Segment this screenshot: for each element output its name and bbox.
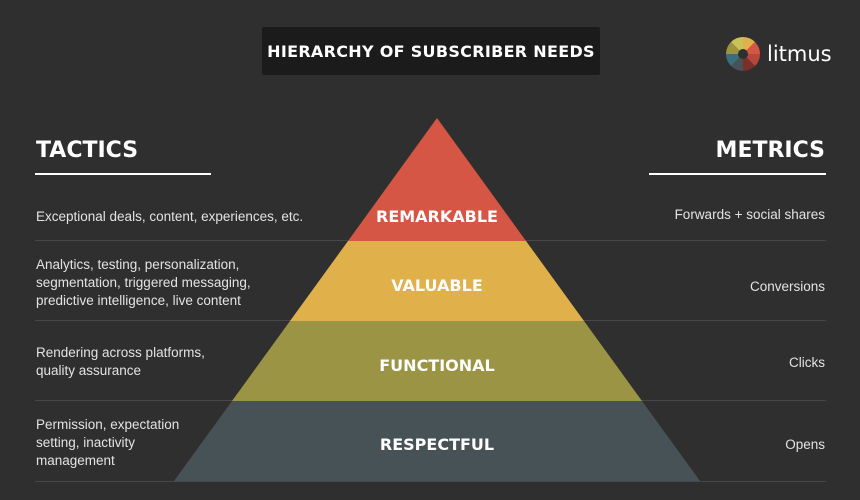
- diagram-title: HIERARCHY OF SUBSCRIBER NEEDS: [267, 41, 595, 61]
- metric-respectful: Opens: [785, 437, 825, 452]
- row-divider: [35, 481, 826, 482]
- pyramid-tier-remarkable: [348, 118, 526, 241]
- tactic-line: Analytics, testing, personalization,: [36, 257, 240, 272]
- pyramid-tier-valuable: [290, 241, 584, 321]
- tier-label-functional: FUNCTIONAL: [379, 356, 495, 375]
- logo-text: litmus: [767, 42, 832, 66]
- metric-functional: Clicks: [789, 355, 825, 370]
- tactic-line: predictive intelligence, live content: [36, 293, 241, 308]
- litmus-wheel-icon: [726, 37, 760, 71]
- tier-label-valuable: VALUABLE: [391, 276, 483, 295]
- tactic-remarkable: Exceptional deals, content, experiences,…: [36, 208, 326, 226]
- tactic-line: Permission, expectation: [36, 417, 180, 432]
- tactic-line: management: [36, 453, 115, 468]
- tactics-underline: [35, 173, 211, 175]
- tactic-line: quality assurance: [36, 363, 142, 378]
- tier-label-respectful: RESPECTFUL: [380, 435, 494, 454]
- tactic-line: Rendering across platforms,: [36, 345, 205, 360]
- pyramid-tier-functional: [232, 321, 642, 401]
- pyramid-tier-respectful: [174, 401, 700, 481]
- litmus-logo: litmus: [725, 36, 832, 72]
- metric-remarkable: Forwards + social shares: [674, 207, 825, 222]
- tactic-line: Exceptional deals, content, experiences,…: [36, 209, 304, 224]
- tactic-respectful: Permission, expectation setting, inactiv…: [36, 416, 326, 470]
- metrics-underline: [649, 173, 826, 175]
- tactic-line: setting, inactivity: [36, 435, 136, 450]
- tactic-line: segmentation, triggered messaging,: [36, 275, 251, 290]
- metrics-heading: METRICS: [715, 138, 825, 163]
- tactics-heading: TACTICS: [36, 138, 139, 163]
- tactic-functional: Rendering across platforms, quality assu…: [36, 344, 326, 380]
- tier-label-remarkable: REMARKABLE: [376, 207, 498, 226]
- metric-valuable: Conversions: [749, 279, 825, 294]
- title-box: HIERARCHY OF SUBSCRIBER NEEDS: [262, 27, 600, 75]
- tactic-valuable: Analytics, testing, personalization, seg…: [36, 256, 326, 310]
